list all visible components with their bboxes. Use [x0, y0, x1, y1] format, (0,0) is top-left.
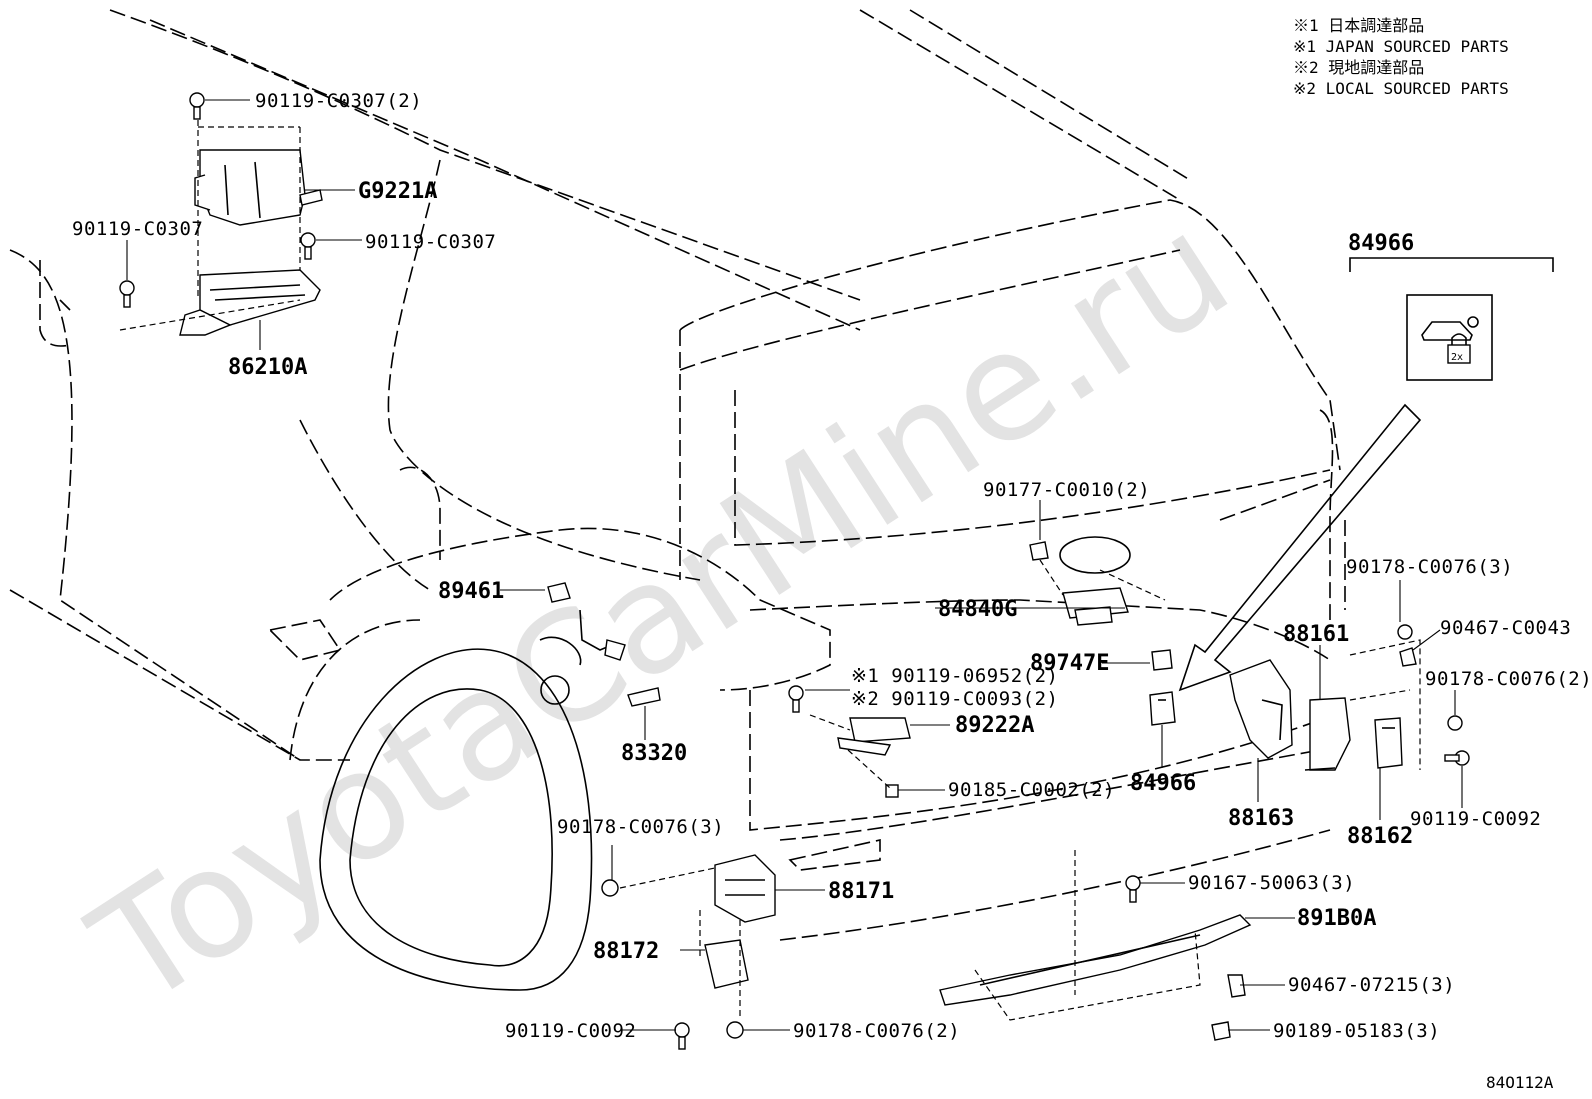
- part-label[interactable]: 90119-C0307: [365, 231, 496, 253]
- sensor-84966-mid: [1149, 691, 1176, 726]
- part-label[interactable]: 90167-50063(3): [1188, 872, 1355, 894]
- bolt-icon: [1444, 750, 1470, 766]
- part-label[interactable]: G9221A: [358, 179, 437, 204]
- part-label[interactable]: 83320: [621, 741, 687, 766]
- part-label[interactable]: 88162: [1347, 824, 1413, 849]
- part-label[interactable]: 90119-C0307: [72, 218, 203, 240]
- part-label[interactable]: 88171: [828, 879, 894, 904]
- wire-harness: [539, 609, 626, 705]
- legend-line-1: ※1 日本調達部品: [1293, 16, 1424, 35]
- clip-89747e: [1151, 649, 1173, 671]
- clip-icon: [1399, 647, 1417, 667]
- part-label[interactable]: 90178-C0076(3): [1346, 556, 1513, 578]
- part-label[interactable]: 891B0A: [1297, 906, 1376, 931]
- bolt-icon: [300, 232, 316, 260]
- part-label[interactable]: 84966: [1348, 231, 1414, 256]
- part-label[interactable]: 88163: [1228, 806, 1294, 831]
- latch-88172: [704, 939, 749, 989]
- part-label[interactable]: 86210A: [228, 355, 307, 380]
- latch-88161: [1304, 697, 1351, 771]
- part-label[interactable]: 89461: [438, 579, 504, 604]
- part-label[interactable]: ※2 90119-C0093(2): [851, 688, 1058, 710]
- part-label[interactable]: 90178-C0076(2): [793, 1020, 960, 1042]
- part-label[interactable]: 84966: [1130, 771, 1196, 796]
- rear-wheel: [289, 619, 593, 991]
- inset-84966: 2x: [1349, 257, 1554, 381]
- part-labels: 90119-C0307(2) G9221A 90119-C0307 90119-…: [72, 90, 1592, 1042]
- actuator-89222a: [837, 717, 911, 756]
- legend-line-3: ※2 現地調達部品: [1293, 58, 1424, 77]
- legend-line-4: ※2 LOCAL SOURCED PARTS: [1293, 79, 1509, 98]
- svg-text:2x: 2x: [1451, 352, 1463, 363]
- part-label[interactable]: 89222A: [955, 713, 1034, 738]
- part-label[interactable]: 88161: [1283, 622, 1349, 647]
- switch-84840g: [1059, 536, 1131, 626]
- clip-icon: [1211, 1021, 1231, 1041]
- sensor-bracket-g9221a: [194, 149, 323, 226]
- label-83320: [627, 687, 661, 707]
- nut-icon: [885, 784, 899, 798]
- airbag-sensor-86210a: [179, 269, 321, 336]
- latch-88171: [714, 854, 776, 923]
- part-label[interactable]: 90178-C0076(2): [1425, 668, 1592, 690]
- part-label[interactable]: 90185-C0002(2): [948, 779, 1115, 801]
- part-label[interactable]: 90178-C0076(3): [557, 816, 724, 838]
- part-label[interactable]: 90177-C0010(2): [983, 479, 1150, 501]
- latch-88162: [1374, 717, 1403, 769]
- part-label[interactable]: ※1 90119-06952(2): [851, 665, 1058, 687]
- bolt-icon: [674, 1022, 690, 1050]
- diagram-code: 84O112A: [1486, 1073, 1554, 1092]
- part-label[interactable]: 90119-C0307(2): [255, 90, 422, 112]
- part-label[interactable]: 84840G: [938, 597, 1017, 622]
- part-label[interactable]: 90119-C0092: [505, 1020, 636, 1042]
- harness-891b0a: [939, 914, 1252, 1006]
- bolt-icon: [119, 280, 135, 308]
- nut-icon: [1397, 624, 1413, 640]
- clip-icon: [1029, 541, 1049, 561]
- clip-icon: [1227, 974, 1246, 998]
- nut-icon: [726, 1021, 744, 1039]
- pointer-arrow: [1178, 403, 1422, 692]
- bolt-icon: [1125, 875, 1141, 903]
- sensor-89461: [547, 582, 571, 603]
- bolt-icon: [189, 92, 205, 120]
- part-label[interactable]: 89747E: [1030, 651, 1109, 676]
- leader-lines: [126, 99, 1463, 1031]
- part-label[interactable]: 90467-07215(3): [1288, 974, 1455, 996]
- legend: ※1 日本調達部品 ※1 JAPAN SOURCED PARTS ※2 現地調達…: [1293, 16, 1509, 98]
- vehicle-body-outline: [9, 9, 1346, 941]
- part-label[interactable]: 90189-05183(3): [1273, 1020, 1440, 1042]
- part-label[interactable]: 90467-C0043: [1440, 617, 1571, 639]
- cover-88163: [1229, 659, 1293, 759]
- legend-line-2: ※1 JAPAN SOURCED PARTS: [1293, 37, 1509, 56]
- nut-icon: [601, 879, 619, 897]
- nut-icon: [1447, 715, 1463, 731]
- part-label[interactable]: 90119-C0092: [1410, 808, 1541, 830]
- part-label[interactable]: 88172: [593, 939, 659, 964]
- bolt-icon: [788, 685, 804, 713]
